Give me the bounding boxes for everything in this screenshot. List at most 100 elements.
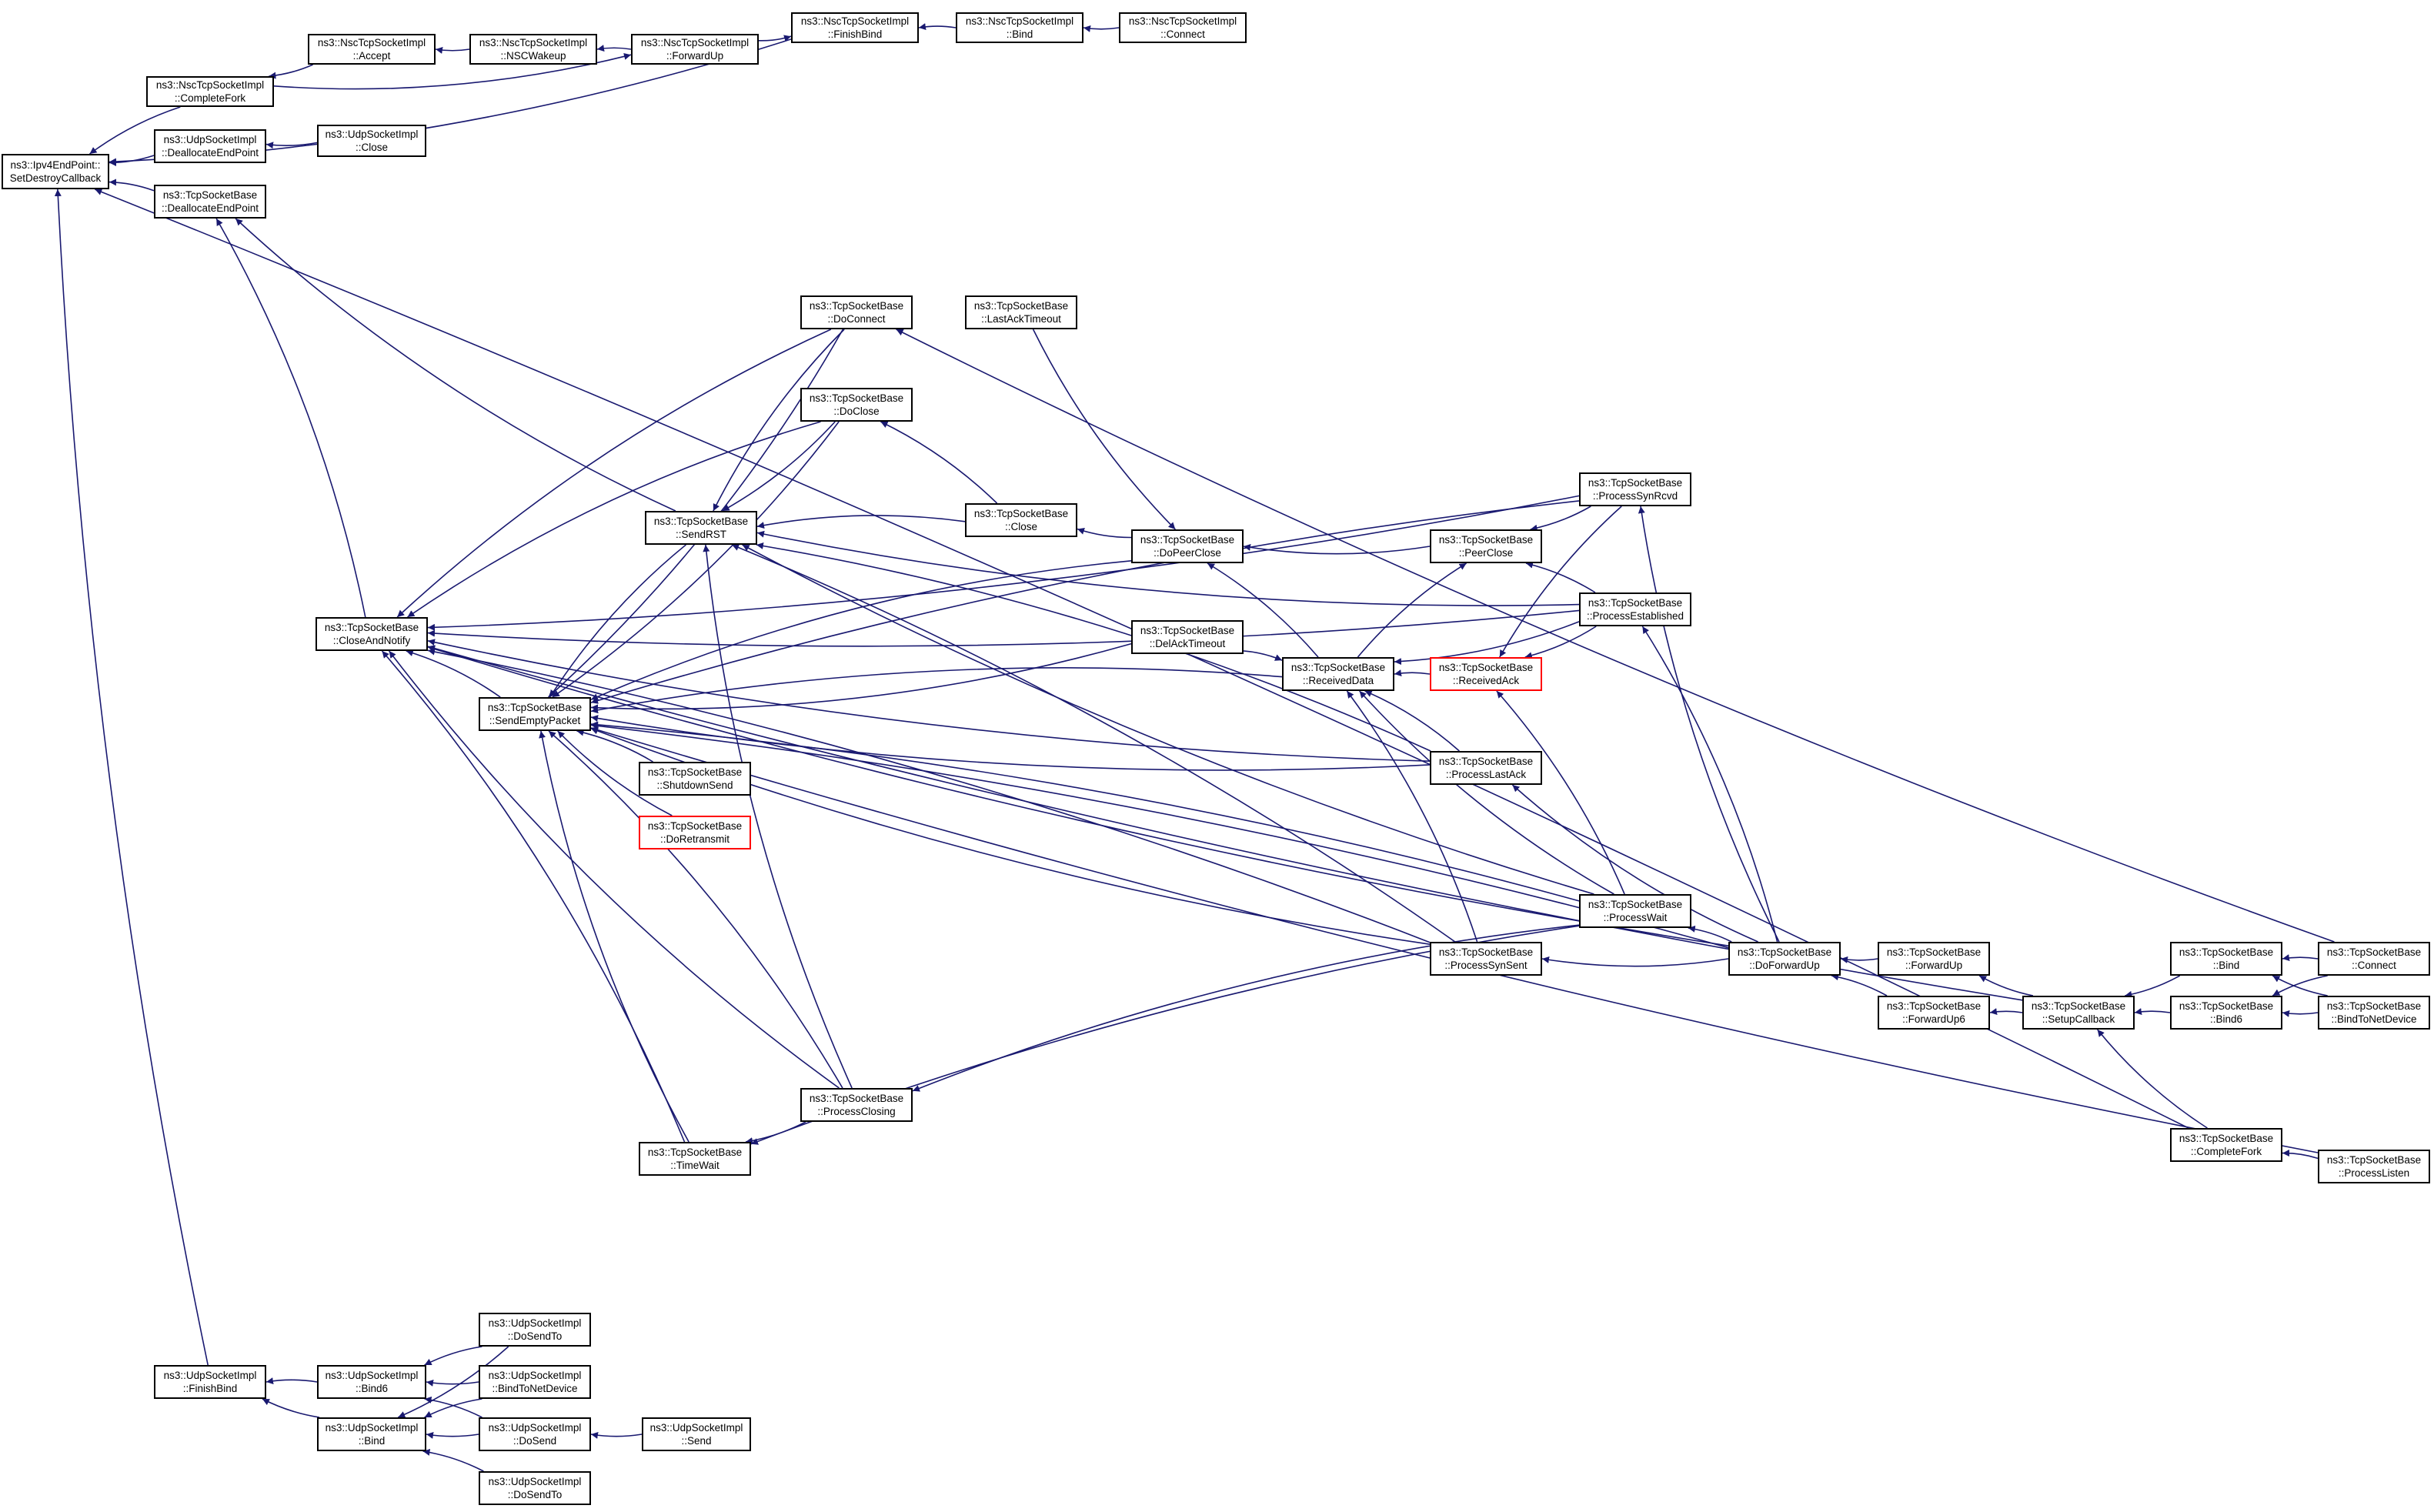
node-label-line2: ::SendRST bbox=[675, 529, 727, 540]
node-tcp-processsynsent[interactable]: ns3::TcpSocketBase::ProcessSynSent bbox=[1430, 942, 1542, 976]
call-edge-nsc_completefork-to-nsc_forwardup bbox=[273, 53, 632, 90]
node-label-line1: ns3::TcpSocketBase bbox=[1438, 946, 1534, 958]
node-tcp-close[interactable]: ns3::TcpSocketBase::Close bbox=[965, 503, 1077, 537]
node-label-line2: ::CompleteFork bbox=[2190, 1146, 2262, 1157]
node-tcp-receiveddata[interactable]: ns3::TcpSocketBase::ReceivedData bbox=[1282, 657, 1394, 691]
call-edge-tcp_doforwardup-to-tcp_closeandnotify bbox=[427, 646, 1729, 946]
call-edge-tcp_delacktimeout-to-tcp_sendemptypacket bbox=[590, 643, 1132, 712]
node-nsc-finishbind[interactable]: ns3::NscTcpSocketImpl::FinishBind bbox=[791, 12, 919, 43]
node-nsc-nscwakeup[interactable]: ns3::NscTcpSocketImpl::NSCWakeup bbox=[469, 34, 597, 65]
call-edge-tcp_sendrst-to-tcp_sendemptypacket bbox=[549, 544, 686, 698]
node-label-line1: ns3::UdpSocketImpl bbox=[325, 129, 419, 140]
node-tcp-closeandnotify[interactable]: ns3::TcpSocketBase::CloseAndNotify bbox=[316, 617, 428, 651]
node-label-line2: ::DoPeerClose bbox=[1154, 547, 1221, 559]
node-label-line2: ::ForwardUp6 bbox=[1902, 1013, 1965, 1025]
node-label-line2: ::Send bbox=[681, 1435, 712, 1447]
node-tcp-bind6[interactable]: ns3::TcpSocketBase::Bind6 bbox=[2170, 996, 2282, 1030]
node-tcp-forwardup6[interactable]: ns3::TcpSocketBase::ForwardUp6 bbox=[1878, 996, 1990, 1030]
call-edge-tcp_processsynrcvd-to-tcp_sendemptypacket bbox=[590, 500, 1580, 704]
call-edge-udp_bindtonetdevice-to-udp_bind6 bbox=[426, 1379, 479, 1387]
node-tcp-sendemptypacket[interactable]: ns3::TcpSocketBase::SendEmptyPacket bbox=[479, 697, 591, 731]
call-edge-tcp_processsynsent-to-tcp_closeandnotify bbox=[427, 648, 1431, 943]
node-label-line2: ::DeallocateEndPoint bbox=[161, 147, 259, 159]
node-tcp-dopeerclose[interactable]: ns3::TcpSocketBase::DoPeerClose bbox=[1131, 529, 1244, 563]
node-nsc-completefork[interactable]: ns3::NscTcpSocketImpl::CompleteFork bbox=[146, 76, 274, 107]
node-tcp-receivedack[interactable]: ns3::TcpSocketBase::ReceivedAck bbox=[1430, 657, 1542, 691]
node-tcp-deallocateendpoint[interactable]: ns3::TcpSocketBase::DeallocateEndPoint bbox=[154, 185, 266, 219]
node-tcp-lastacktimeout[interactable]: ns3::TcpSocketBase::LastAckTimeout bbox=[965, 295, 1077, 329]
node-label-line1: ns3::TcpSocketBase bbox=[2326, 946, 2422, 958]
node-tcp-processsynrcvd[interactable]: ns3::TcpSocketBase::ProcessSynRcvd bbox=[1579, 472, 1691, 506]
call-edge-tcp_doclose-to-tcp_sendemptypacket bbox=[552, 421, 840, 698]
node-tcp-doconnect[interactable]: ns3::TcpSocketBase::DoConnect bbox=[800, 295, 913, 329]
call-edge-tcp_receivedack-to-tcp_receiveddata bbox=[1394, 669, 1431, 677]
node-tcp-doforwardup[interactable]: ns3::TcpSocketBase::DoForwardUp bbox=[1728, 942, 1841, 976]
call-edge-tcp_sendrst-to-tcp_dealloc bbox=[235, 218, 676, 512]
node-tcp-shutdownsend[interactable]: ns3::TcpSocketBase::ShutdownSend bbox=[639, 762, 751, 796]
call-edge-tcp_processestablished-to-tcp_sendrst bbox=[756, 530, 1580, 606]
node-tcp-bindtonetdevice[interactable]: ns3::TcpSocketBase::BindToNetDevice bbox=[2318, 996, 2430, 1030]
node-label-line1: ns3::TcpSocketBase bbox=[973, 508, 1069, 519]
node-label-line2: ::DoRetransmit bbox=[659, 833, 730, 845]
node-label-line1: ns3::UdpSocketImpl bbox=[488, 1370, 582, 1381]
node-udp-bind6[interactable]: ns3::UdpSocketImpl::Bind6 bbox=[317, 1365, 426, 1399]
node-udp-dosendto-bottom[interactable]: ns3::UdpSocketImpl::DoSendTo bbox=[479, 1471, 591, 1505]
call-edge-tcp_doretransmit-to-tcp_sendemptypacket bbox=[557, 730, 673, 816]
node-nsc-accept[interactable]: ns3::NscTcpSocketImpl::Accept bbox=[308, 34, 436, 65]
call-edge-tcp_processsynsent-to-tcp_sendrst bbox=[731, 544, 1456, 943]
node-tcp-delacktimeout[interactable]: ns3::TcpSocketBase::DelAckTimeout bbox=[1131, 620, 1244, 654]
node-label-line1: ns3::TcpSocketBase bbox=[973, 300, 1069, 312]
node-label-line2: ::DoClose bbox=[833, 406, 880, 417]
node-label-line1: ns3::TcpSocketBase bbox=[647, 820, 743, 832]
node-udp-finishbind[interactable]: ns3::UdpSocketImpl::FinishBind bbox=[154, 1365, 266, 1399]
call-edge-tcp_delacktimeout-to-tcp_receiveddata bbox=[1243, 650, 1283, 661]
call-edge-tcp_processestablished-to-tcp_closeandnotify bbox=[427, 609, 1580, 647]
node-label-line2: ::DoSend bbox=[513, 1435, 557, 1447]
node-label-line1: ns3::TcpSocketBase bbox=[809, 392, 904, 404]
call-edge-tcp_processlastack-to-tcp_receiveddata bbox=[1364, 690, 1460, 752]
node-tcp-doretransmit[interactable]: ns3::TcpSocketBase::DoRetransmit bbox=[639, 816, 751, 849]
node-tcp-forwardup[interactable]: ns3::TcpSocketBase::ForwardUp bbox=[1878, 942, 1990, 976]
node-tcp-processlastack[interactable]: ns3::TcpSocketBase::ProcessLastAck bbox=[1430, 751, 1542, 785]
node-tcp-setupcallback[interactable]: ns3::TcpSocketBase::SetupCallback bbox=[2022, 996, 2135, 1030]
node-label-line2: ::ShutdownSend bbox=[656, 779, 733, 791]
call-edge-tcp_bind-to-tcp_setupcallback bbox=[2125, 975, 2181, 998]
node-tcp-peerclose[interactable]: ns3::TcpSocketBase::PeerClose bbox=[1430, 529, 1542, 563]
call-edge-tcp_processlisten-to-tcp_completefork bbox=[2282, 1149, 2319, 1160]
node-tcp-completefork[interactable]: ns3::TcpSocketBase::CompleteFork bbox=[2170, 1128, 2282, 1162]
node-udp-close[interactable]: ns3::UdpSocketImpl::Close bbox=[317, 125, 426, 157]
node-tcp-connect[interactable]: ns3::TcpSocketBase::Connect bbox=[2318, 942, 2430, 976]
node-label-line1: ns3::TcpSocketBase bbox=[1886, 946, 1982, 958]
node-udp-deallocateendpoint[interactable]: ns3::UdpSocketImpl::DeallocateEndPoint bbox=[154, 129, 266, 163]
node-tcp-processlisten[interactable]: ns3::TcpSocketBase::ProcessListen bbox=[2318, 1150, 2430, 1183]
node-nsc-connect[interactable]: ns3::NscTcpSocketImpl::Connect bbox=[1119, 12, 1247, 43]
node-tcp-sendrst[interactable]: ns3::TcpSocketBase::SendRST bbox=[645, 511, 757, 545]
node-udp-send[interactable]: ns3::UdpSocketImpl::Send bbox=[642, 1417, 751, 1451]
node-label-line2: ::SendEmptyPacket bbox=[489, 715, 581, 726]
node-udp-dosend[interactable]: ns3::UdpSocketImpl::DoSend bbox=[479, 1417, 591, 1451]
node-tcp-bind[interactable]: ns3::TcpSocketBase::Bind bbox=[2170, 942, 2282, 976]
node-label-line2: ::DoSendTo bbox=[507, 1330, 563, 1342]
node-nsc-forwardup[interactable]: ns3::NscTcpSocketImpl::ForwardUp bbox=[631, 34, 759, 65]
node-tcp-doclose[interactable]: ns3::TcpSocketBase::DoClose bbox=[800, 388, 913, 422]
node-nsc-bind[interactable]: ns3::NscTcpSocketImpl::Bind bbox=[956, 12, 1083, 43]
node-label-line1: ns3::NscTcpSocketImpl bbox=[479, 37, 588, 48]
node-label-line1: ns3::TcpSocketBase bbox=[1438, 756, 1534, 767]
node-udp-dosendto-top[interactable]: ns3::UdpSocketImpl::DoSendTo bbox=[479, 1313, 591, 1347]
node-label-line1: ns3::TcpSocketBase bbox=[1290, 662, 1386, 673]
node-label-line2: ::ProcessLastAck bbox=[1445, 769, 1527, 780]
node-tcp-timewait[interactable]: ns3::TcpSocketBase::TimeWait bbox=[639, 1142, 751, 1176]
node-label-line2: ::ProcessSynSent bbox=[1444, 960, 1528, 971]
node-udp-bind[interactable]: ns3::UdpSocketImpl::Bind bbox=[317, 1417, 426, 1451]
call-edge-tcp_processestablished-to-tcp_receiveddata bbox=[1394, 621, 1580, 666]
node-tcp-processestablished[interactable]: ns3::TcpSocketBase::ProcessEstablished bbox=[1579, 592, 1691, 626]
node-label-line1: ns3::UdpSocketImpl bbox=[325, 1370, 419, 1381]
node-udp-bindtonetdevice[interactable]: ns3::UdpSocketImpl::BindToNetDevice bbox=[479, 1365, 591, 1399]
call-edge-tcp_receiveddata-to-tcp_peerclose bbox=[1357, 562, 1467, 658]
node-tcp-processclosing[interactable]: ns3::TcpSocketBase::ProcessClosing bbox=[800, 1088, 913, 1122]
call-edge-tcp_setupcallback-to-tcp_forwardup bbox=[1978, 975, 2034, 996]
call-edge-tcp_processlastack-to-tcp_sendrst bbox=[756, 542, 1431, 752]
node-tcp-processwait[interactable]: ns3::TcpSocketBase::ProcessWait bbox=[1579, 894, 1691, 928]
call-edge-udp_close-to-udp_dealloc bbox=[265, 142, 318, 149]
node-label-line1: ns3::Ipv4EndPoint:: bbox=[10, 159, 101, 171]
